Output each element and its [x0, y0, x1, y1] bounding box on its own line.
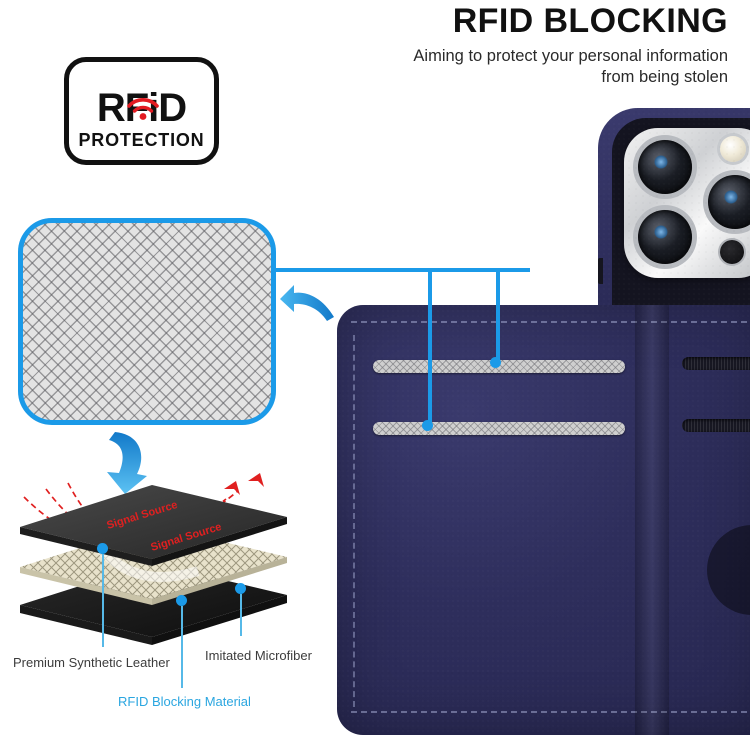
lens-glint: [654, 225, 669, 240]
rfid-wordmark-i: i: [148, 86, 159, 130]
leader-line-microfiber: [240, 594, 242, 636]
card-slot-bottom[interactable]: [682, 419, 750, 432]
navy-leather-wallet-case: [337, 305, 750, 735]
header: RFID BLOCKING Aiming to protect your per…: [308, 2, 728, 89]
rfid-protection-badge: RFiD PROTECTION: [64, 57, 219, 165]
camera-plate: [624, 128, 750, 278]
leader-line-rfid-material: [181, 606, 183, 688]
stitching-bottom: [351, 711, 750, 713]
rfid-lined-card-slot-bottom[interactable]: [373, 422, 625, 435]
stitching-left: [353, 335, 355, 707]
leader-line-synthetic-leather: [102, 554, 104, 647]
side-button: [598, 258, 603, 284]
led-flash-icon: [720, 136, 746, 162]
callout-line-to-bottom-slot: [428, 268, 432, 426]
layer-dot-microfiber: [235, 583, 246, 594]
callout-line-to-top-slot: [496, 268, 500, 363]
label-premium-synthetic-leather: Premium Synthetic Leather: [13, 655, 170, 670]
label-rfid-blocking-material: RFID Blocking Material: [118, 694, 251, 709]
header-subtitle-line-2: from being stolen: [601, 68, 728, 87]
callout-dot-bottom-slot: [422, 420, 433, 431]
left-arrow-icon: [280, 285, 334, 321]
callout-line-horizontal: [272, 268, 530, 272]
layers-illustration: Signal Source Signal Source: [20, 473, 287, 645]
layer-dot-rfid-material: [176, 595, 187, 606]
header-subtitle-line-1: Aiming to protect your personal informat…: [413, 46, 728, 65]
layer-dot-synthetic-leather: [97, 543, 108, 554]
card-slot-top[interactable]: [682, 357, 750, 370]
label-imitated-microfiber: Imitated Microfiber: [205, 648, 312, 663]
wallet-center-fold: [635, 305, 669, 735]
camera-lens-telephoto: [708, 175, 750, 229]
rfid-wordmark: RFiD: [69, 88, 214, 128]
page-title: RFID BLOCKING: [452, 2, 728, 40]
rfid-blocking-fabric-swatch: [18, 218, 276, 425]
protection-label: PROTECTION: [78, 130, 205, 150]
stitching-top: [351, 321, 750, 323]
magsafe-ring-shadow: [707, 525, 750, 615]
callout-dot-top-slot: [490, 357, 501, 368]
lidar-sensor-icon: [720, 240, 744, 264]
iphone-pro-in-case: [598, 108, 750, 323]
lens-glint: [724, 190, 739, 205]
camera-lens-wide: [638, 140, 692, 194]
wifi-signal-icon: [126, 98, 159, 120]
camera-lens-ultrawide: [638, 210, 692, 264]
down-arrow-icon: [107, 432, 147, 494]
material-layers-diagram: Signal Source Signal Source: [2, 455, 302, 688]
lens-glint: [654, 155, 669, 170]
rfid-wordmark-suffix: D: [158, 86, 187, 130]
